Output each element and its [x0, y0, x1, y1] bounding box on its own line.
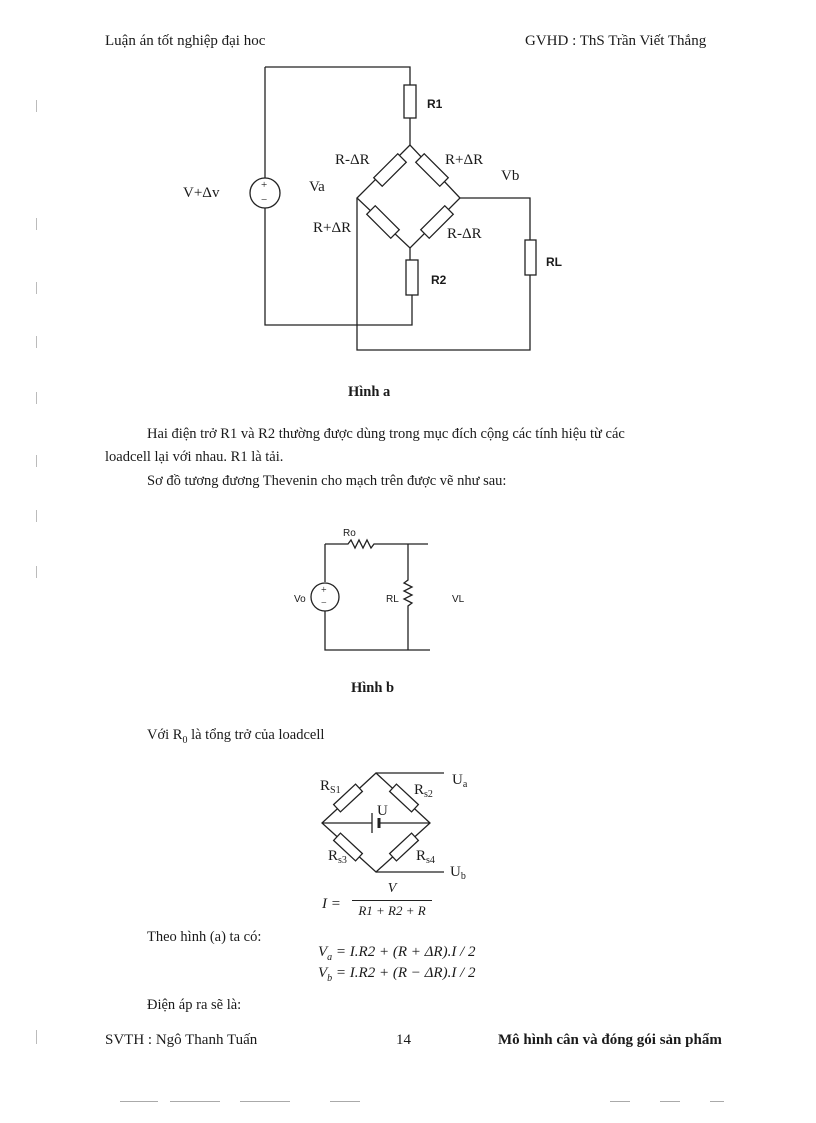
label-vo: Vo	[294, 594, 306, 605]
margin-mark	[36, 566, 37, 578]
margin-mark	[36, 455, 37, 467]
source-label: V+Δv	[183, 185, 220, 201]
paragraph-1-line-1: Hai điện trở R1 và R2 thường được dùng t…	[147, 426, 625, 442]
figure-c-loadcell-bridge: RS1 Rs2 Rs3 Rs4 U Ua Ub	[320, 772, 468, 880]
resistor-rl	[524, 239, 537, 276]
margin-mark	[36, 336, 37, 348]
label-arm-top-right: R+ΔR	[445, 152, 483, 168]
dien-ap-text: Điện áp ra sẽ là:	[147, 997, 242, 1013]
resistor-r2	[405, 259, 419, 296]
label-rl: RL	[546, 255, 562, 269]
svg-text:−: −	[261, 194, 267, 206]
label-ro: Ro	[343, 528, 356, 539]
svg-text:Rs3: Rs3	[328, 848, 347, 866]
resistor-arm-top-left	[372, 152, 408, 188]
margin-mark	[36, 100, 37, 112]
theo-hinh-text: Theo hình (a) ta có:	[147, 929, 262, 945]
figure-a-bridge-circuit: + − V+Δv R1 R2 RL Va Vb R-ΔR R+ΔR R+ΔR R…	[183, 66, 562, 351]
svg-text:−: −	[321, 598, 327, 609]
resistor-rs3	[332, 832, 364, 862]
scan-dash	[170, 1101, 220, 1102]
paragraph-1-line-2: loadcell lại với nhau. R1 là tải.	[105, 449, 284, 465]
svg-text:Rs2: Rs2	[414, 782, 433, 800]
caption-figure-b: Hình b	[351, 680, 395, 696]
scan-dash	[330, 1101, 360, 1102]
margin-mark	[36, 392, 37, 404]
note-r0: Với R0 là tổng trở của loadcell	[147, 727, 325, 746]
label-arm-bottom-left: R+ΔR	[313, 220, 351, 236]
paragraph-2: Sơ đồ tương đương Thevenin cho mạch trên…	[147, 473, 507, 489]
resistor-r1	[403, 84, 417, 119]
label-vb: Vb	[501, 168, 519, 184]
formula-i-denominator: R1 + R2 + R	[358, 903, 426, 918]
svg-text:Ua: Ua	[452, 772, 468, 790]
svg-text:Ub: Ub	[450, 864, 466, 880]
margin-mark	[36, 282, 37, 294]
resistor-rs4	[388, 832, 420, 862]
resistor-rs1	[332, 783, 364, 813]
header-right: GVHD : ThS Trần Viết Thắng	[525, 33, 707, 49]
equation-va: Va = I.R2 + (R + ΔR).I / 2	[318, 944, 476, 963]
label-rl-b: RL	[386, 594, 399, 605]
scan-dash	[710, 1101, 724, 1102]
label-u: U	[377, 803, 388, 819]
footer-page-number: 14	[396, 1032, 411, 1048]
margin-mark	[36, 1030, 37, 1044]
resistor-arm-top-right	[414, 152, 450, 188]
label-vl: VL	[452, 594, 465, 605]
resistor-rs2	[388, 783, 420, 813]
label-r1: R1	[427, 97, 443, 111]
label-r2: R2	[431, 273, 447, 287]
footer-left: SVTH : Ngô Thanh Tuấn	[105, 1032, 258, 1048]
svg-text:+: +	[261, 179, 267, 191]
margin-mark	[36, 218, 37, 230]
header-left: Luận án tốt nghiệp đại hoc	[105, 33, 266, 49]
label-arm-bottom-right: R-ΔR	[447, 226, 482, 242]
svg-text:+: +	[321, 585, 327, 596]
label-va: Va	[309, 179, 325, 195]
margin-mark	[36, 510, 37, 522]
resistor-arm-bottom-right	[419, 204, 455, 240]
scan-dash	[610, 1101, 630, 1102]
scan-dash	[120, 1101, 158, 1102]
svg-text:Rs4: Rs4	[416, 848, 435, 866]
formula-i-lhs: I =	[322, 896, 341, 912]
svg-text:RS1: RS1	[320, 778, 341, 796]
label-arm-top-left: R-ΔR	[335, 152, 370, 168]
scan-dash	[660, 1101, 680, 1102]
scan-dash	[240, 1101, 290, 1102]
figure-b-thevenin-circuit: + − Ro Vo RL VL	[294, 528, 465, 651]
formula-i-bar	[352, 900, 432, 901]
formula-i-numerator: V	[387, 881, 397, 896]
resistor-arm-bottom-left	[365, 204, 401, 240]
footer-right: Mô hình cân và đóng gói sản phẩm	[498, 1032, 722, 1048]
equation-vb: Vb = I.R2 + (R − ΔR).I / 2	[318, 965, 476, 984]
caption-figure-a: Hình a	[348, 384, 391, 400]
